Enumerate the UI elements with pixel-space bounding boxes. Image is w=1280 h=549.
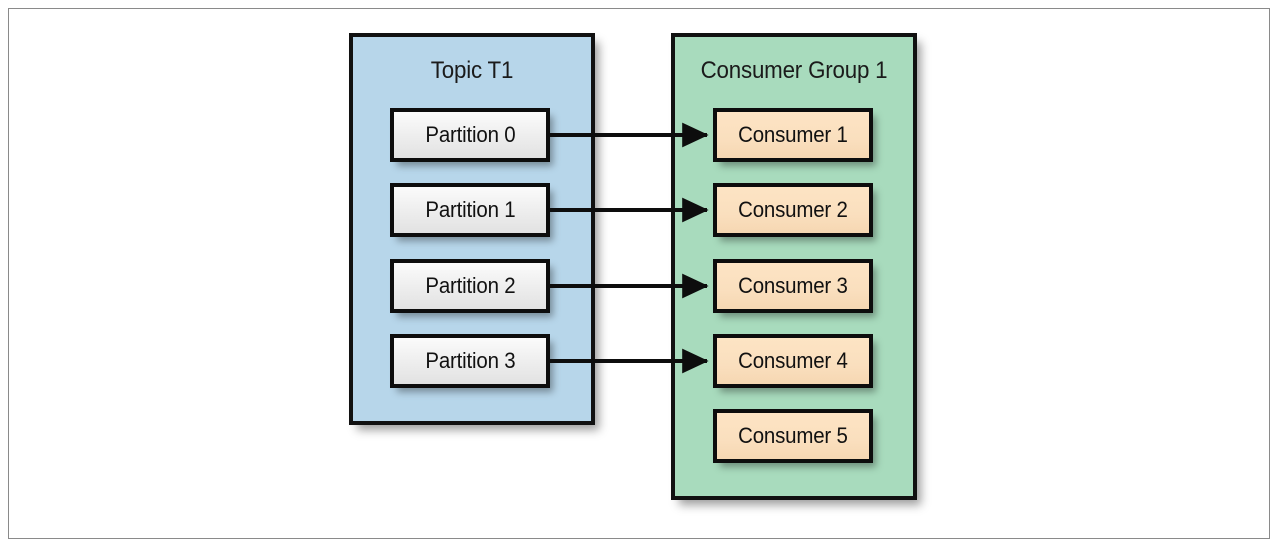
partition-box-3[interactable]: Partition 3 — [390, 334, 550, 388]
topic-title: Topic T1 — [430, 57, 514, 84]
partition-label-0: Partition 0 — [424, 122, 516, 147]
consumer-label-2: Consumer 2 — [738, 197, 848, 222]
partition-label-3: Partition 3 — [424, 348, 516, 373]
consumer-box-3[interactable]: Consumer 3 — [713, 259, 873, 313]
partition-box-1[interactable]: Partition 1 — [390, 183, 550, 237]
consumer-label-4: Consumer 4 — [738, 348, 848, 373]
consumer-label-5: Consumer 5 — [738, 423, 848, 448]
consumer-box-4[interactable]: Consumer 4 — [713, 334, 873, 388]
consumer-box-2[interactable]: Consumer 2 — [713, 183, 873, 237]
partition-label-1: Partition 1 — [424, 197, 516, 222]
partition-box-2[interactable]: Partition 2 — [390, 259, 550, 313]
partition-label-2: Partition 2 — [424, 273, 516, 298]
consumer-box-1[interactable]: Consumer 1 — [713, 108, 873, 162]
consumer-group-title: Consumer Group 1 — [700, 57, 888, 84]
figure-frame — [8, 8, 1270, 539]
consumer-box-5[interactable]: Consumer 5 — [713, 409, 873, 463]
consumer-label-1: Consumer 1 — [738, 122, 848, 147]
consumer-label-3: Consumer 3 — [738, 273, 848, 298]
partition-box-0[interactable]: Partition 0 — [390, 108, 550, 162]
